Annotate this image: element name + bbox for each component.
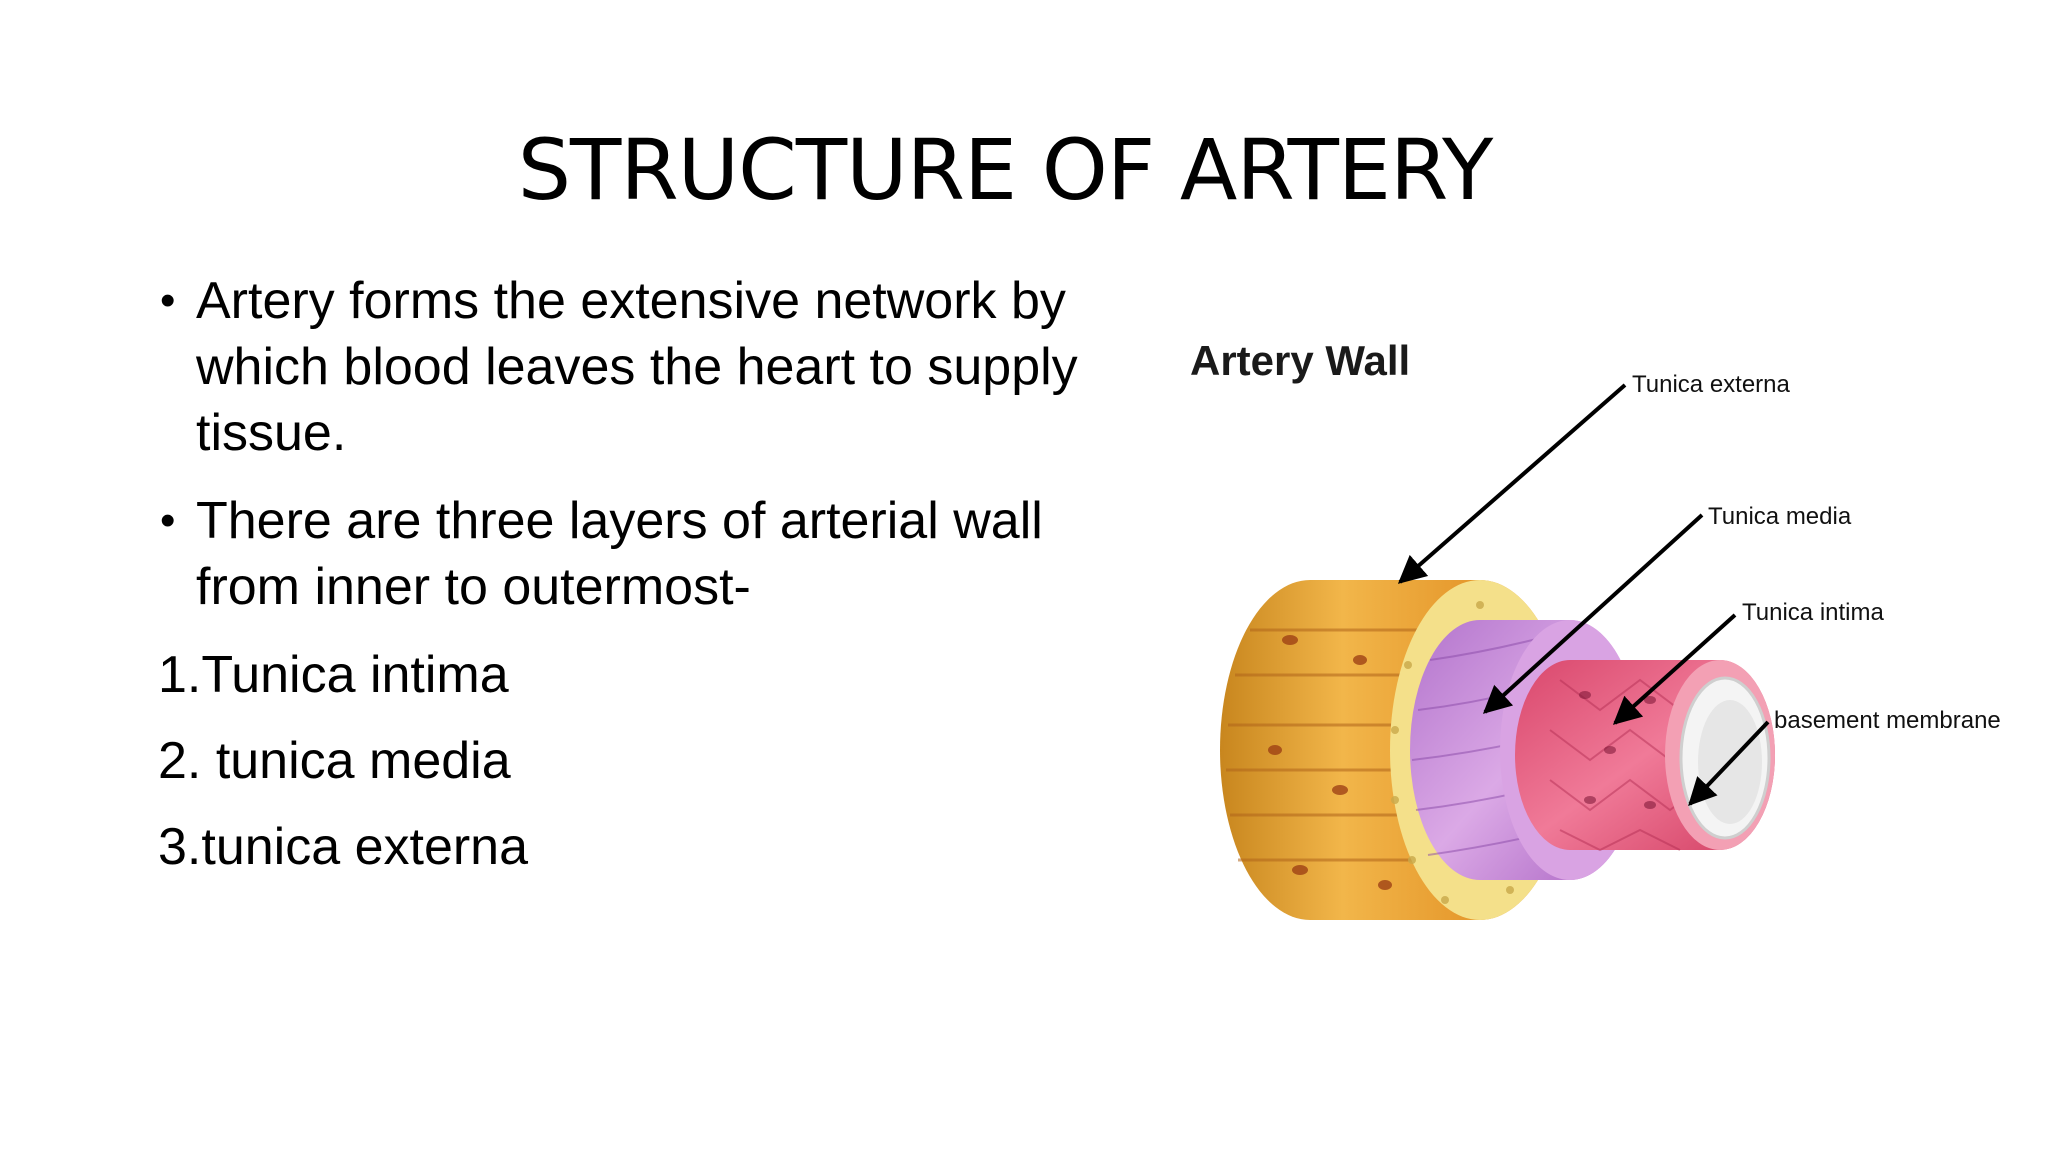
label-basement-membrane: basement membrane <box>1774 707 2001 734</box>
label-tunica-media: Tunica media <box>1708 503 1852 530</box>
lumen-basement-membrane <box>1679 676 1771 840</box>
bullet-dot-icon: • <box>160 276 176 325</box>
slide-title: STRUCTURE OF ARTERY <box>517 121 1494 219</box>
numbered-item-intima: 1.Tunica intima <box>158 646 509 704</box>
label-arrows <box>1397 383 1770 807</box>
label-tunica-externa: Tunica externa <box>1632 371 1791 398</box>
bullet-text: Artery forms the extensive network by wh… <box>196 272 1078 462</box>
bullet-item: • There are three layers of arterial wal… <box>158 488 1118 620</box>
slide-content: • Artery forms the extensive network by … <box>158 268 1118 900</box>
label-tunica-intima: Tunica intima <box>1742 599 1884 626</box>
diagram-title: Artery Wall <box>1190 337 1410 384</box>
bullet-item: • Artery forms the extensive network by … <box>158 268 1118 466</box>
numbered-item-media: 2. tunica media <box>158 732 511 790</box>
bullet-dot-icon: • <box>160 496 176 545</box>
bullet-text: There are three layers of arterial wall … <box>196 492 1043 616</box>
artery-wall-diagram: Artery Wall <box>1180 330 2030 950</box>
numbered-item-externa: 3.tunica externa <box>158 818 529 876</box>
